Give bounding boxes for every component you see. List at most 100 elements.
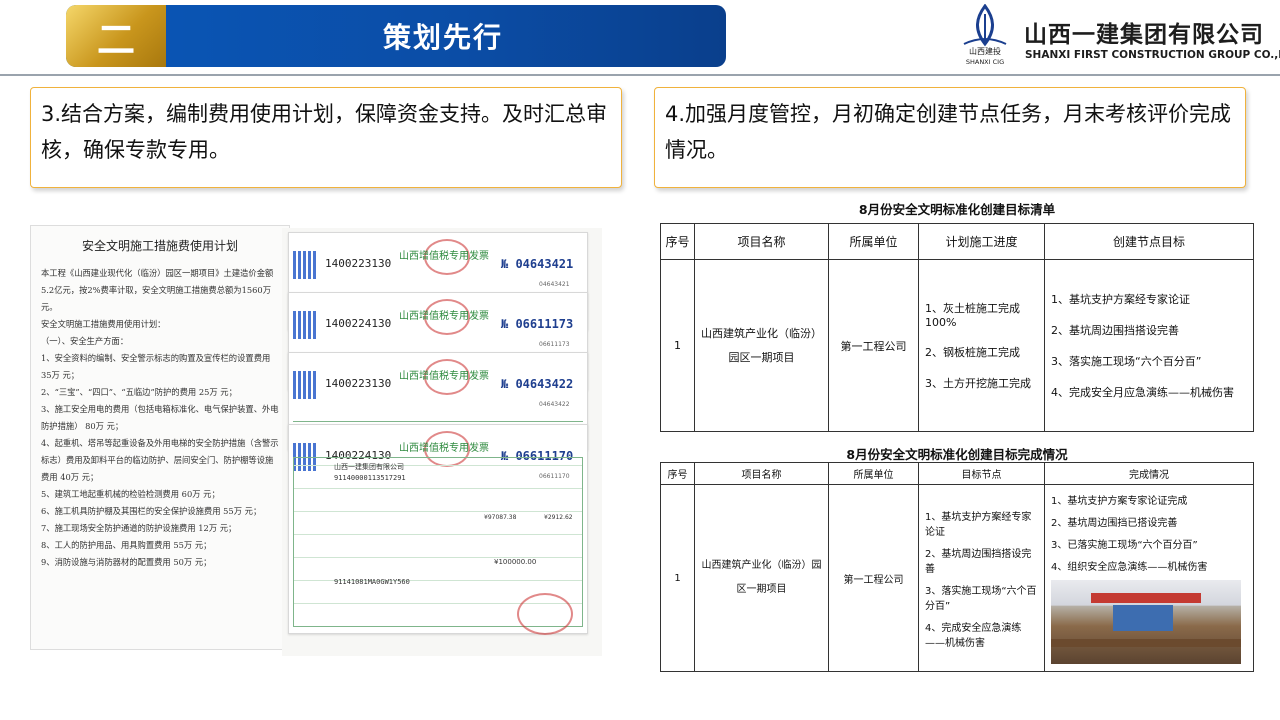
- table2-title: 8月份安全文明标准化创建目标完成情况: [846, 447, 1068, 462]
- row-index: 1: [660, 259, 695, 432]
- note-left: 3.结合方案，编制费用使用计划，保障资金支持。及时汇总审核，确保专款专用。: [30, 87, 622, 188]
- document-line: （一）、安全生产方面：: [41, 336, 129, 346]
- invoice-number: № 06611173: [501, 317, 574, 331]
- invoice-code: 1400224130: [325, 317, 392, 330]
- unit-name: 第一工程公司: [828, 484, 919, 672]
- section-number-badge: 二: [66, 5, 166, 67]
- column-header: 目标节点: [918, 462, 1045, 485]
- invoice-title: 山西增值税专用发票: [399, 371, 489, 382]
- photo-banner: [1091, 593, 1201, 603]
- target-list-table: 序号 项目名称 所属单位 计划施工进度 创建节点目标 1 山西建筑产业化（临汾）…: [660, 223, 1254, 432]
- company-name-cn: 山西一建集团有限公司: [1024, 22, 1264, 48]
- invoice-total: ¥100000.00: [494, 558, 537, 566]
- invoice-title: 山西增值税专用发票: [399, 311, 489, 322]
- list-item: 1、基坑支护方案专家论证完成: [1051, 496, 1188, 507]
- project-name: 山西建筑产业化（临汾）园区一期项目: [694, 484, 829, 672]
- seller-stamp: [517, 593, 573, 635]
- section-number: 二: [96, 17, 135, 62]
- invoice-stamp: [424, 359, 470, 395]
- invoice-tax: ¥2912.62: [544, 514, 573, 521]
- invoice-small-number: 04643421: [539, 281, 570, 288]
- project-name: 山西建筑产业化（临汾）园区一期项目: [694, 259, 829, 432]
- invoices-photo: 1400223130 山西增值税专用发票 № 04643421 04643421…: [282, 228, 602, 656]
- invoice-number: № 04643421: [501, 257, 574, 271]
- list-item: 4、完成安全月应急演练——机械伤害: [1051, 386, 1234, 399]
- drill-meeting-photo: [1051, 580, 1241, 664]
- document-line: 6、施工机具防护棚及其围栏的安全保护设施费用 55万 元；: [41, 506, 262, 516]
- completion-table: 序号 项目名称 所属单位 目标节点 完成情况 1 山西建筑产业化（临汾）园区一期…: [660, 462, 1254, 672]
- column-header: 计划施工进度: [918, 223, 1045, 260]
- unit-name: 第一工程公司: [828, 259, 919, 432]
- invoice-title: 山西增值税专用发票: [399, 251, 489, 262]
- column-header: 序号: [660, 223, 695, 260]
- invoice-code: 1400223130: [325, 377, 392, 390]
- list-item: 3、落实施工现场“六个百分百”: [925, 585, 1037, 612]
- budget-document: 安全文明施工措施费使用计划 本工程《山西建业现代化（临汾）园区一期项目》土建造价…: [30, 225, 290, 650]
- invoice: 1400223130 山西增值税专用发票 № 04643421 04643421: [288, 232, 588, 330]
- list-item: 4、组织安全应急演练——机械伤害: [1051, 562, 1208, 573]
- column-header: 所属单位: [828, 223, 919, 260]
- list-item: 1、基坑支护方案经专家论证: [925, 511, 1032, 538]
- invoice-title: 山西增值税专用发票: [399, 443, 489, 454]
- column-header: 创建节点目标: [1044, 223, 1254, 260]
- invoice-buyer: 山西一建集团有限公司: [334, 463, 404, 471]
- header-divider: [0, 74, 1280, 76]
- invoice-code: 1400223130: [325, 257, 392, 270]
- list-item: 2、钢板桩施工完成: [925, 346, 1020, 359]
- page-title: 策划先行: [382, 21, 503, 54]
- document-line: 7、施工现场安全防护通道的防护设施费用 12万 元；: [41, 523, 237, 533]
- column-header: 序号: [660, 462, 695, 485]
- note-right: 4.加强月度管控，月初确定创建节点任务，月末考核评价完成情况。: [654, 87, 1246, 188]
- invoice-stamp: [424, 239, 470, 275]
- document-line: 安全文明施工措施费用使用计划：: [41, 319, 166, 329]
- document-line: 8、工人的防护用品、用具购置费用 55万 元；: [41, 540, 212, 550]
- company-name-en: SHANXI FIRST CONSTRUCTION GROUP CO.,LTD: [1025, 49, 1280, 61]
- table1-title: 8月份安全文明标准化创建目标清单: [858, 202, 1056, 217]
- column-header: 完成情况: [1044, 462, 1254, 485]
- photo-desk: [1051, 639, 1241, 647]
- document-line: 3、施工安全用电的费用（包括电箱标准化、电气保护装置、外电防护措施） 80万 元…: [41, 404, 279, 431]
- invoice-tax-id: 91140000113517291: [334, 474, 406, 482]
- list-item: 1、基坑支护方案经专家论证: [1051, 293, 1190, 306]
- table-header-row: 序号 项目名称 所属单位 目标节点 完成情况: [660, 462, 1254, 485]
- list-item: 3、已落实施工现场“六个百分百”: [1051, 540, 1198, 551]
- table-row: 1 山西建筑产业化（临汾）园区一期项目 第一工程公司 1、灰土桩施工完成 100…: [660, 259, 1254, 432]
- document-line: 1、安全资料的编制、安全警示标志的购置及宣传栏的设置费用 35万 元；: [41, 353, 271, 380]
- qr-code-icon: [293, 311, 317, 339]
- qr-code-icon: [293, 371, 317, 399]
- invoice-grid: [293, 421, 583, 443]
- document-line: 4、起重机、塔吊等起重设备及外用电梯的安全防护措施（含警示标志）费用及卸料平台的…: [41, 438, 279, 482]
- status-list: 1、基坑支护方案专家论证完成 2、基坑周边围挡已搭设完善 3、已落实施工现场“六…: [1044, 484, 1254, 672]
- logo-mark-text: 山西建投: [969, 46, 1001, 56]
- column-header: 项目名称: [694, 462, 829, 485]
- invoice-stamp: [424, 299, 470, 335]
- company-logo-icon: 山西建投 SHANXI CIG: [963, 4, 1007, 66]
- list-item: 1、灰土桩施工完成 100%: [925, 302, 1020, 329]
- target-list: 1、基坑支护方案经专家论证 2、基坑周边围挡搭设完善 3、落实施工现场“六个百分…: [1044, 259, 1254, 432]
- list-item: 2、基坑周边围挡已搭设完善: [1051, 518, 1178, 529]
- header-bar: [66, 5, 726, 67]
- list-item: 2、基坑周边围挡搭设完善: [1051, 324, 1179, 337]
- document-line: 5、建筑工地起重机械的检验检测费用 60万 元；: [41, 489, 220, 499]
- list-item: 3、落实施工现场“六个百分百”: [1051, 355, 1202, 368]
- column-header: 项目名称: [694, 223, 829, 260]
- document-title: 安全文明施工措施费使用计划: [81, 239, 238, 253]
- table-row: 1 山西建筑产业化（临汾）园区一期项目 第一工程公司 1、基坑支护方案经专家论证…: [660, 484, 1254, 672]
- column-header: 所属单位: [828, 462, 919, 485]
- photo-screen: [1113, 605, 1173, 631]
- document-line: 9、消防设施与消防器材的配置费用 50万 元；: [41, 557, 212, 567]
- document-line: 2、“三宝”、“四口”、“五临边”防护的费用 25万 元；: [41, 387, 237, 397]
- invoice-seller-id: 91141081MA0GW1Y560: [334, 578, 410, 586]
- qr-code-icon: [293, 251, 317, 279]
- invoice-small-number: 06611173: [539, 341, 570, 348]
- invoice: 1400224130 山西增值税专用发票 № 06611170 06611170…: [288, 424, 588, 635]
- row-index: 1: [660, 484, 695, 672]
- progress-list: 1、灰土桩施工完成 100% 2、钢板桩施工完成 3、土方开挖施工完成: [918, 259, 1045, 432]
- document-line: 本工程《山西建业现代化（临汾）园区一期项目》土建造价金额5.2亿元，按2%费率计…: [41, 268, 274, 312]
- invoice-amount: ¥97087.38: [484, 514, 517, 521]
- list-item: 3、土方开挖施工完成: [925, 377, 1031, 390]
- invoice-number: № 04643422: [501, 377, 574, 391]
- table-header-row: 序号 项目名称 所属单位 计划施工进度 创建节点目标: [660, 223, 1254, 260]
- invoice-small-number: 04643422: [539, 401, 570, 408]
